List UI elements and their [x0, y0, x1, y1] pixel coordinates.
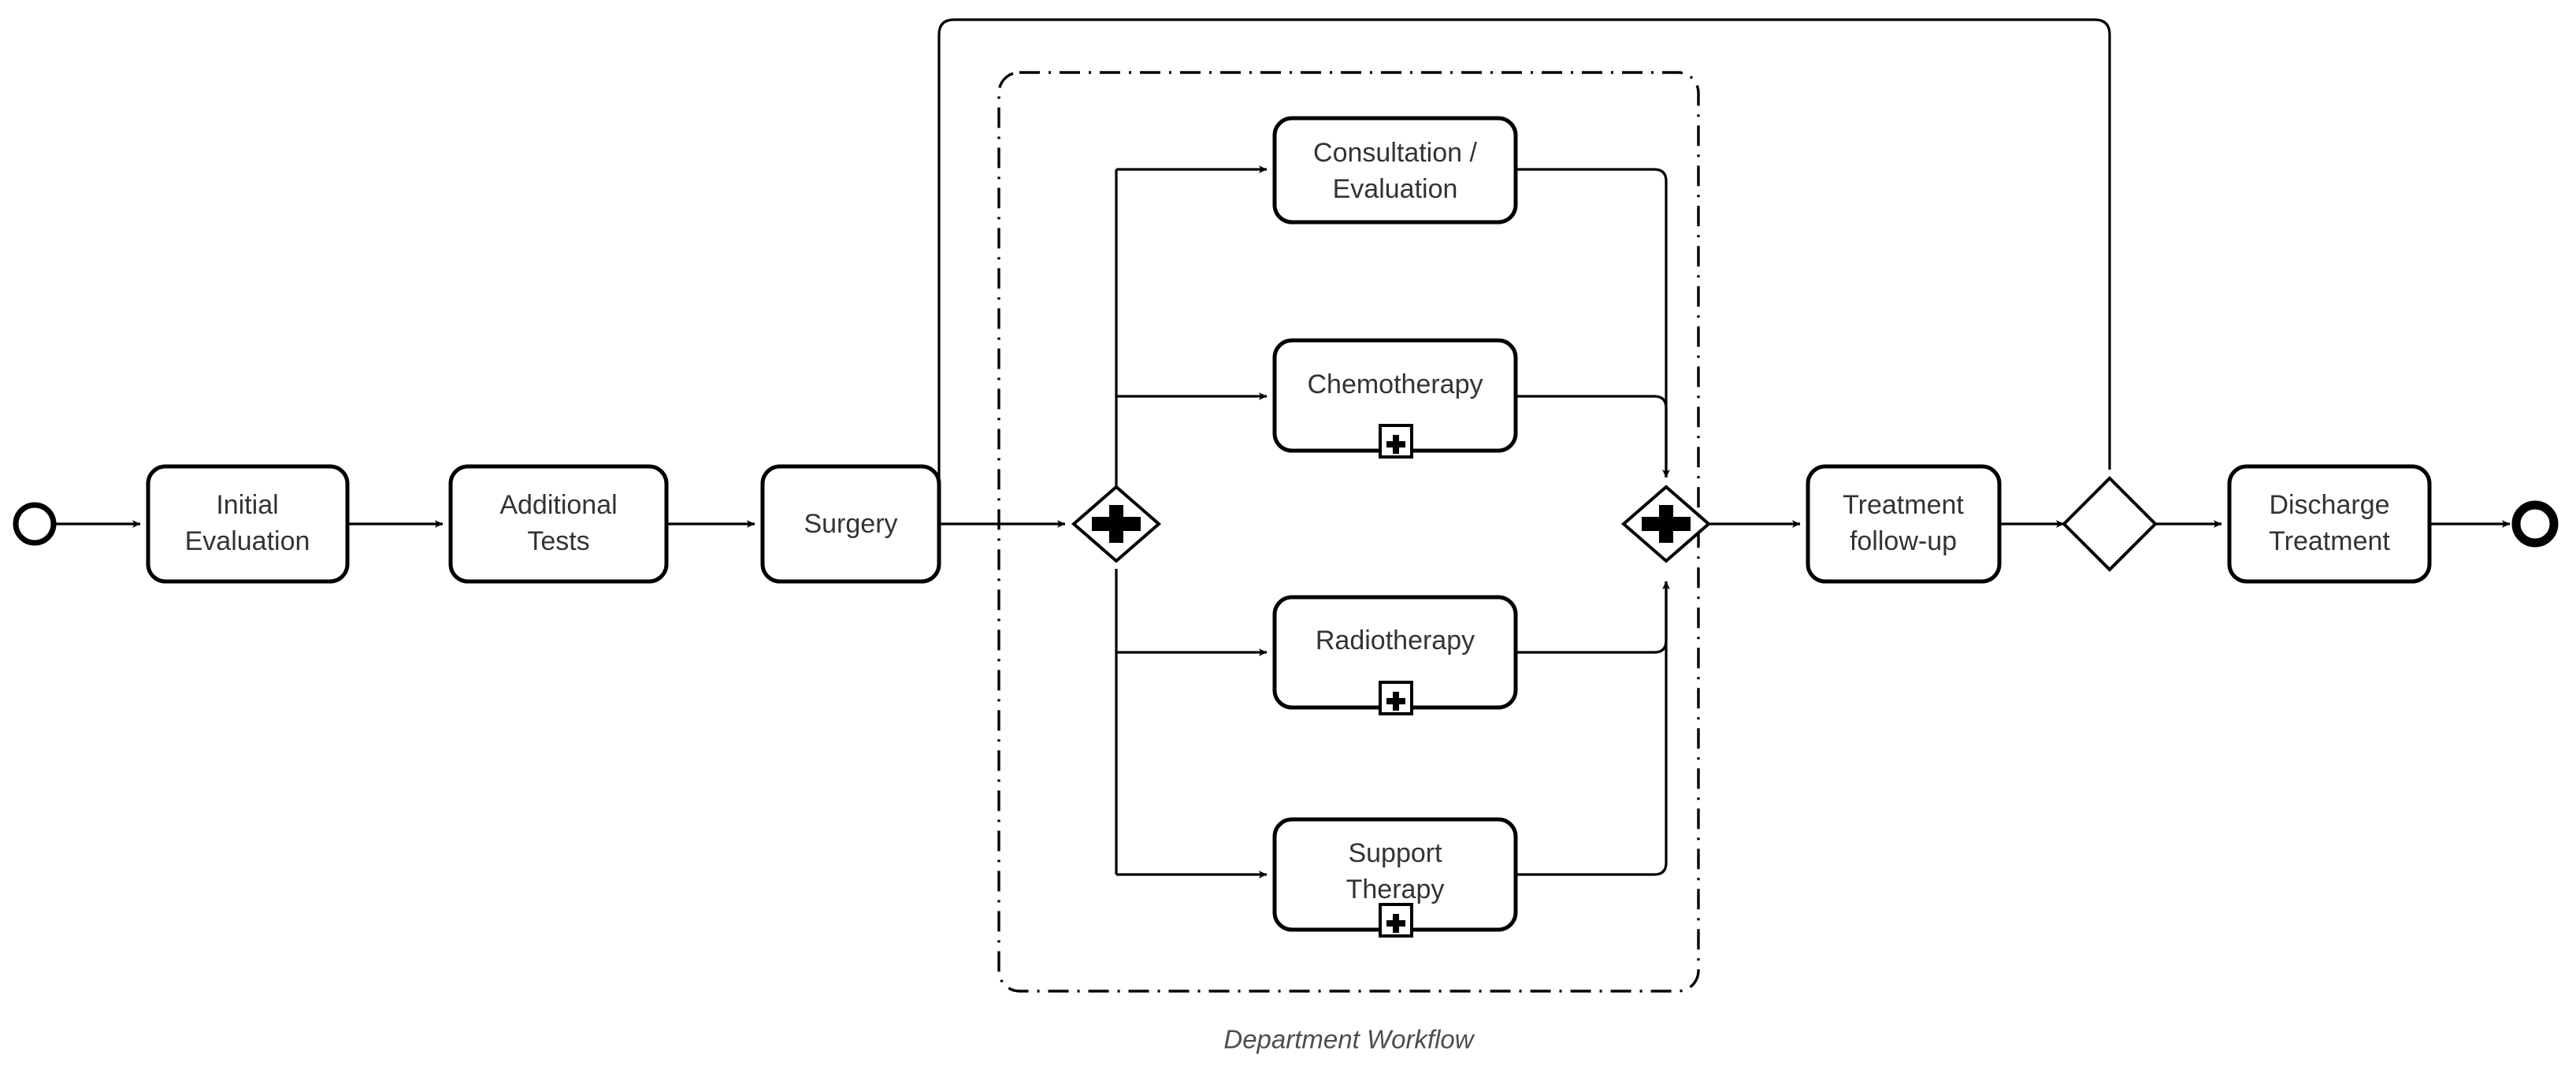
gateway-parallel-join[interactable] — [1620, 485, 1712, 563]
gateway-exclusive-decision[interactable] — [2062, 476, 2158, 572]
start-event-icon[interactable] — [13, 502, 57, 546]
task-radiotherapy-label-line1: Radiotherapy — [1316, 626, 1475, 655]
task-consultation-evaluation-label-line2: Evaluation — [1333, 174, 1458, 204]
task-discharge-treatment-label-line1: Discharge — [2269, 490, 2389, 520]
task-consultation-evaluation-box[interactable] — [1272, 116, 1518, 225]
task-discharge-treatment-label-line2: Treatment — [2269, 526, 2390, 556]
task-surgery-label-line1: Surgery — [804, 509, 897, 539]
subprocess-plus-icon-radiotherapy — [1386, 692, 1405, 711]
task-radiotherapy[interactable]: Radiotherapy — [1272, 595, 1518, 715]
flow-consultation-to-parallel-join — [1516, 168, 1670, 478]
flow-surgery-to-exclusive-gateway-bypass — [937, 18, 2111, 524]
task-consultation-evaluation-label-line1: Consultation / — [1313, 138, 1477, 168]
task-treatment-followup[interactable]: Treatment follow-up — [1806, 464, 2002, 584]
task-support-therapy-label-line1: Support — [1348, 838, 1442, 868]
task-initial-evaluation-box[interactable] — [146, 464, 350, 584]
task-support-therapy[interactable]: Support Therapy — [1272, 817, 1518, 938]
flow-radiotherapy-to-parallel-join — [1516, 581, 1670, 654]
task-additional-tests-box[interactable] — [448, 464, 669, 584]
subprocess-plus-icon-chemotherapy — [1386, 435, 1405, 454]
gateway-exclusive-decision-diamond[interactable] — [2062, 476, 2158, 572]
subprocess-group-caption: Department Workflow — [1223, 1025, 1475, 1054]
task-treatment-followup-box[interactable] — [1806, 464, 2002, 584]
flow-chemotherapy-to-parallel-join — [1516, 395, 1668, 477]
task-treatment-followup-label-line2: follow-up — [1850, 526, 1957, 556]
subprocess-plus-icon-support-therapy — [1386, 914, 1405, 933]
task-chemotherapy[interactable]: Chemotherapy — [1272, 338, 1518, 459]
task-surgery-box[interactable] — [760, 464, 941, 584]
task-discharge-treatment-box[interactable] — [2227, 464, 2432, 584]
plus-icon-parallel-join — [1642, 505, 1691, 543]
task-initial-evaluation[interactable]: Initial Evaluation — [146, 464, 350, 584]
task-support-therapy-label-line2: Therapy — [1346, 875, 1445, 904]
task-initial-evaluation-label-line2: Evaluation — [185, 526, 310, 556]
end-event-icon[interactable] — [2511, 500, 2559, 548]
task-treatment-followup-label-line1: Treatment — [1843, 490, 1964, 520]
task-additional-tests-label-line2: Tests — [527, 526, 589, 556]
gateway-parallel-split[interactable] — [1071, 485, 1162, 563]
task-initial-evaluation-label-line1: Initial — [216, 490, 278, 520]
task-chemotherapy-label-line1: Chemotherapy — [1307, 370, 1483, 399]
task-consultation-evaluation[interactable]: Consultation / Evaluation — [1272, 116, 1518, 225]
task-discharge-treatment[interactable]: Discharge Treatment — [2227, 464, 2432, 584]
task-surgery[interactable]: Surgery — [760, 464, 941, 584]
plus-icon-parallel-split — [1092, 505, 1141, 543]
flow-support-therapy-to-parallel-join — [1516, 581, 1668, 876]
task-additional-tests-label-line1: Additional — [499, 490, 617, 520]
task-additional-tests[interactable]: Additional Tests — [448, 464, 669, 584]
